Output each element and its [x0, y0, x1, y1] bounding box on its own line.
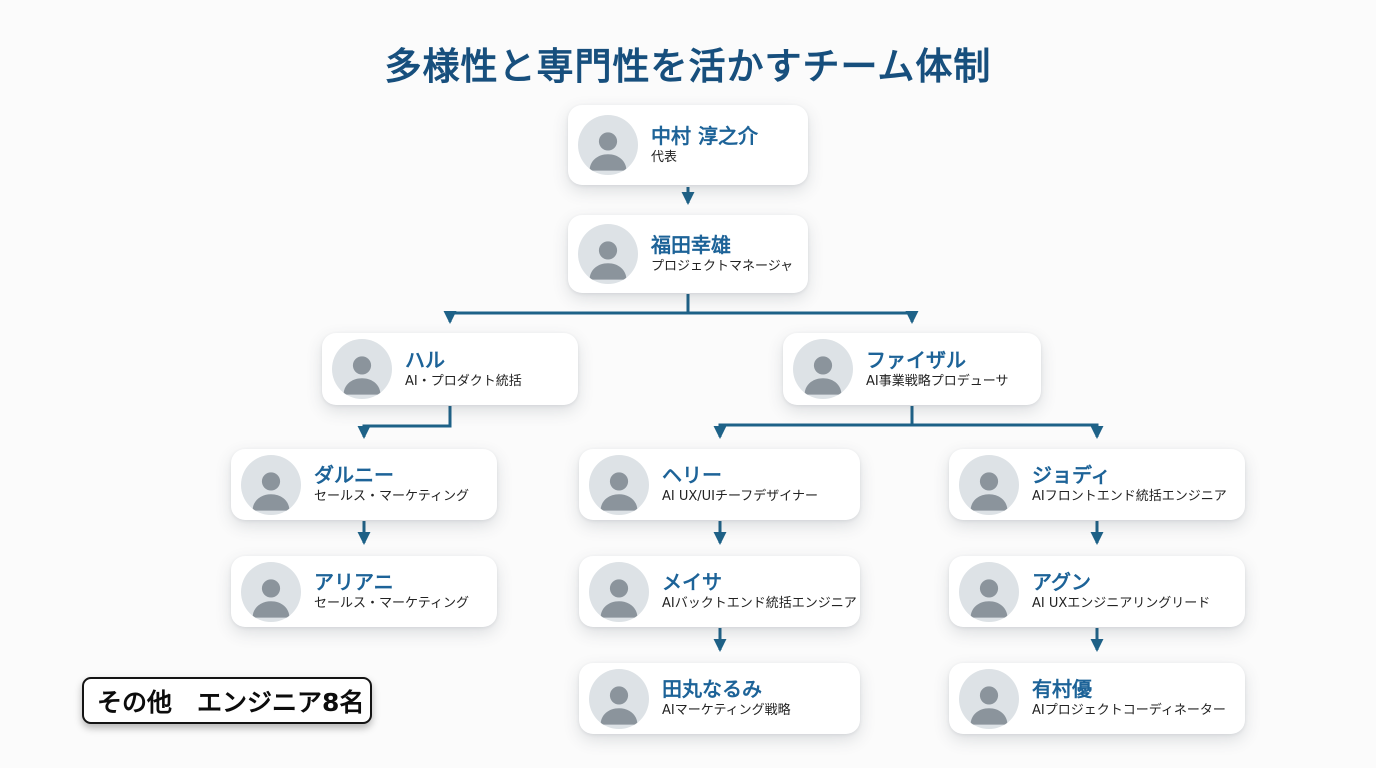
member-role: 代表	[651, 149, 678, 165]
person-avatar-icon	[578, 224, 638, 284]
member-name: 有村優	[1032, 677, 1092, 702]
member-role: セールス・マーケティング	[314, 596, 469, 612]
org-card-ariani: アリアニ セールス・マーケティング	[231, 556, 497, 627]
member-name: ダルニー	[314, 463, 394, 488]
org-card-heri: ヘリー AI UX/UIチーフデザイナー	[579, 449, 860, 520]
member-role: セールス・マーケティング	[314, 489, 469, 505]
org-card-tamaru: 田丸なるみ AIマーケティング戦略	[579, 663, 860, 734]
member-name: 中村 淳之介	[651, 123, 758, 148]
other-members-note: その他 エンジニア8名	[82, 677, 372, 724]
member-role: AIフロントエンド統括エンジニア	[1032, 489, 1227, 505]
org-card-pm: 福田幸雄 プロジェクトマネージャ	[568, 215, 808, 293]
org-card-meisa: メイサ AIバックトエンド統括エンジニア	[579, 556, 860, 627]
person-avatar-icon	[332, 339, 392, 399]
line-haru-elbow	[364, 406, 452, 428]
org-card-agung: アグン AI UXエンジニアリングリード	[949, 556, 1245, 627]
page-title: 多様性と専門性を活かすチーム体制	[384, 45, 992, 88]
member-name: ハル	[405, 347, 445, 372]
person-avatar-icon	[793, 339, 853, 399]
member-name: アリアニ	[314, 570, 394, 595]
member-role: AI事業戦略プロデューサ	[866, 373, 1009, 389]
person-avatar-icon	[959, 454, 1019, 515]
member-role: AI UX/UIチーフデザイナー	[662, 489, 818, 505]
member-name: ファイザル	[866, 347, 966, 372]
member-name: ヘリー	[662, 463, 722, 488]
org-card-jodi: ジョディ AIフロントエンド統括エンジニア	[949, 449, 1245, 520]
person-avatar-icon	[241, 561, 301, 622]
member-name: メイサ	[662, 570, 722, 595]
org-card-ceo: 中村 淳之介 代表	[568, 105, 808, 185]
person-avatar-icon	[959, 561, 1019, 622]
org-card-faisal: ファイザル AI事業戦略プロデューサ	[783, 333, 1041, 405]
person-avatar-icon	[589, 668, 649, 729]
member-name: 田丸なるみ	[662, 677, 762, 702]
member-name: アグン	[1032, 570, 1091, 595]
org-card-haru: ハル AI・プロダクト統括	[322, 333, 578, 405]
person-avatar-icon	[241, 454, 301, 515]
member-role: プロジェクトマネージャ	[651, 258, 794, 274]
member-role: AIプロジェクトコーディネーター	[1032, 703, 1226, 719]
member-name: 福田幸雄	[651, 232, 731, 257]
member-role: AIマーケティング戦略	[662, 703, 791, 719]
person-avatar-icon	[959, 668, 1019, 729]
member-role: AI・プロダクト統括	[405, 373, 522, 389]
person-avatar-icon	[578, 115, 638, 175]
org-card-arimura: 有村優 AIプロジェクトコーディネーター	[949, 663, 1245, 734]
member-role: AIバックトエンド統括エンジニア	[662, 596, 857, 612]
person-avatar-icon	[589, 454, 649, 515]
member-name: ジョディ	[1032, 463, 1111, 488]
org-card-dalny: ダルニー セールス・マーケティング	[231, 449, 497, 520]
member-role: AI UXエンジニアリングリード	[1032, 596, 1211, 612]
person-avatar-icon	[589, 561, 649, 622]
